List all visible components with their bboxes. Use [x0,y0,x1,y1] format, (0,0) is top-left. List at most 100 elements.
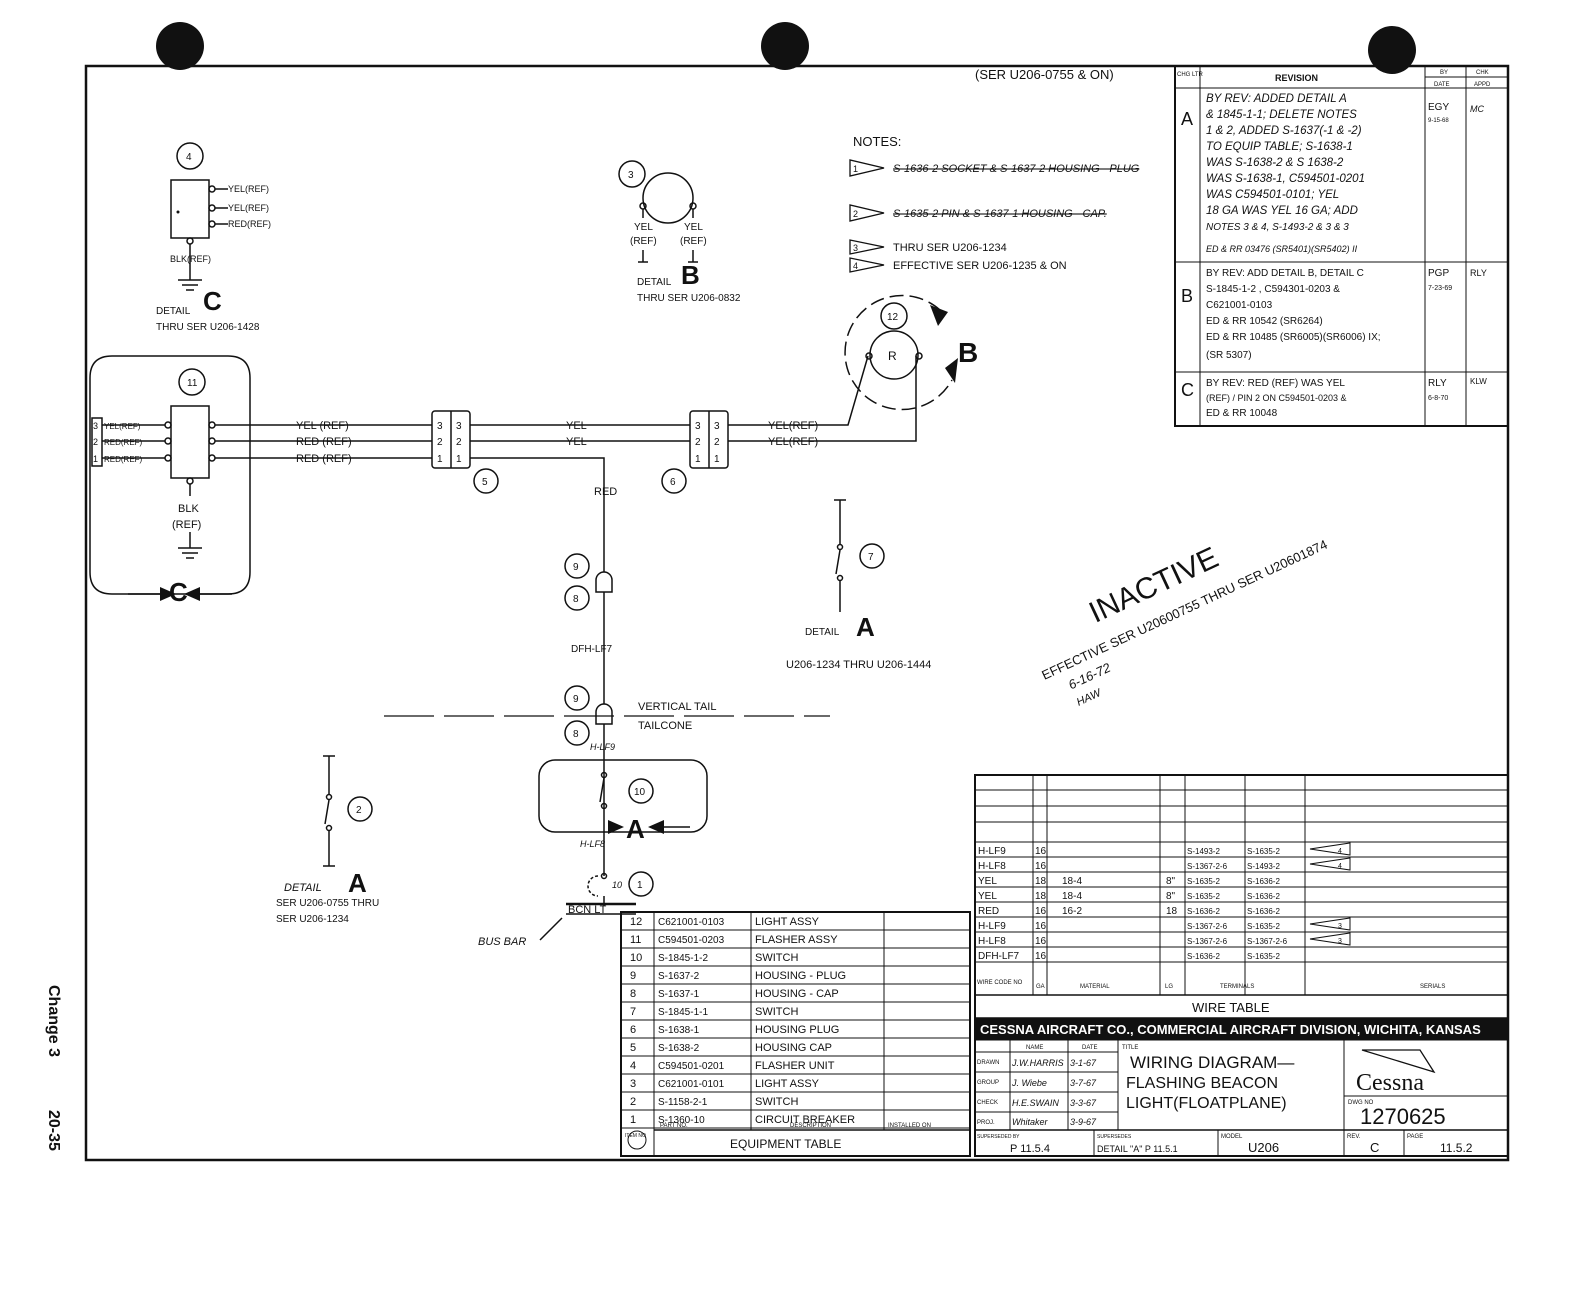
svg-text:WAS S-1638-1, C594501-0201: WAS S-1638-1, C594501-0201 [1206,173,1365,185]
flasher-11 [91,368,216,559]
rev-c-by: RLY [1428,378,1447,389]
wiring-diagram-sheet: (SER U206-0755 & ON) CHG LTR REVISION BY… [84,22,1510,1162]
inactive-stamp: INACTIVE EFFECTIVE SER U20600755 THRU SE… [1039,537,1329,709]
svg-text:WAS C594501-0101; YEL: WAS C594501-0101; YEL [1206,189,1339,201]
rev-header-date: DATE [1434,82,1450,88]
wires-conn6-to-light [728,355,917,442]
wire-cell-mat: 18-4 [1062,891,1082,902]
svg-text:NOTES 3 & 4, S-1493-2 & 3 & 3: NOTES 3 & 4, S-1493-2 & 3 & 3 [1206,222,1349,233]
wire-cell-t2: S-1367-2-6 [1247,937,1288,946]
side-margin-page: 20-35 [22,1110,62,1310]
svg-text:TO EQUIP TABLE; S-1638-1: TO EQUIP TABLE; S-1638-1 [1206,141,1353,153]
flasher-pin-2: 2 [93,437,98,447]
svg-text:BY REV: ADD DETAIL B, DETAIL C: BY REV: ADD DETAIL B, DETAIL C [1206,268,1364,279]
bcn-label: BCN LT [568,904,607,916]
wire-label-hlf9: H-LF9 [590,742,615,752]
tb-check-date: 3-3-67 [1070,1098,1097,1108]
conn6-l-3: 3 [695,421,701,432]
tb-group-role: GROUP [977,1080,999,1086]
detail-b-label-1: YEL [634,222,653,233]
wt-h-code: WIRE CODE NO [977,980,1023,986]
callout-7: 7 [868,552,874,563]
svg-text:BY REV: RED (REF) WAS YEL: BY REV: RED (REF) WAS YEL [1206,378,1345,389]
wire-cell-mat: 16-2 [1062,906,1082,917]
tb-proj-name: Whitaker [1012,1117,1049,1127]
tb-title-2: FLASHING BEACON [1126,1075,1278,1092]
flasher-pin-label-2: RED(REF) [104,438,143,447]
tb-title-3: LIGHT(FLOATPLANE) [1126,1095,1287,1112]
detail-a-left-sub1: SER U206-0755 THRU [276,898,379,909]
svg-text:ED & RR 03476 (SR5401)(SR5402): ED & RR 03476 (SR5401)(SR5402) II [1206,244,1358,254]
wt-h-ser: SERIALS [1420,984,1445,990]
svg-text:WAS S-1638-2 & S 1638-2: WAS S-1638-2 & S 1638-2 [1206,157,1344,169]
arrow-b-top [930,305,948,326]
equipment-cell-no: 6 [630,1024,636,1036]
rev-header-appd: APPD [1474,82,1491,88]
wire-label-red: RED [594,486,617,498]
detail-c-flasher [170,142,228,291]
letter-c-main: C [169,577,188,607]
conn5-r-1: 1 [456,454,462,465]
rev-header-chg: CHG LTR [1177,72,1204,78]
item-no-circle [627,1130,647,1150]
letter-a-main: A [626,814,645,844]
equipment-cell-desc: SWITCH [755,1006,798,1018]
callout-11: 11 [187,378,198,389]
detail-b-label-4: (REF) [680,236,707,247]
wire-cell-t1: S-1493-2 [1187,847,1220,856]
svg-text:ED & RR 10542 (SR6264): ED & RR 10542 (SR6264) [1206,316,1323,327]
connector-5 [431,410,499,494]
equipment-cell-desc: SWITCH [755,952,798,964]
equipment-cell-no: 7 [630,1006,636,1018]
note-flag-icon [1309,842,1351,856]
conn5-l-1: 1 [437,454,443,465]
wire-cell-lg: 8" [1166,876,1176,887]
rev-a-by: EGY [1428,102,1449,113]
red-wire-run [564,553,613,876]
tb-drawn-date: 3-1-67 [1070,1058,1097,1068]
equipment-cell-desc: SWITCH [755,1096,798,1108]
svg-text:HAW: HAW [1075,686,1105,708]
wire-cell-t1: S-1367-2-6 [1187,862,1228,871]
flasher-pin-3: 3 [93,421,98,431]
flasher-gnd-1: BLK [178,503,199,515]
eq-h-inst: INSTALLED ON [888,1123,931,1129]
tb-title-1: WIRING DIAGRAM— [1130,1053,1294,1072]
bus-bar-label: BUS BAR [478,936,526,948]
note-flag-icon [1309,917,1351,931]
tb-date-h: DATE [1082,1045,1098,1051]
equipment-cell-no: 2 [630,1096,636,1108]
tb-dwg-no: 1270625 [1360,1104,1446,1129]
svg-text:& 1845-1-1; DELETE NOTES: & 1845-1-1; DELETE NOTES [1206,109,1357,121]
wire-label-yel-ref: YEL (REF) [296,420,349,432]
serial-note: (SER U206-0755 & ON) [975,67,1114,82]
wire-cell-t2: S-1636-2 [1247,877,1280,886]
wire-cell-ga: 16 [1035,861,1047,872]
revision-block [1174,65,1509,427]
equipment-cell-desc: HOUSING PLUG [755,1024,839,1036]
rev-c-chk: KLW [1470,377,1487,386]
conn6-l-1: 1 [695,454,701,465]
wire-cell-t1: S-1635-2 [1187,892,1220,901]
equipment-cell-desc: FLASHER ASSY [755,934,838,946]
tb-check-name: H.E.SWAIN [1012,1098,1059,1108]
wire-cell-code: RED [978,906,999,917]
equipment-cell-no: 9 [630,970,636,982]
conn5-l-3: 3 [437,421,443,432]
wt-h-ga: GA [1036,984,1045,990]
detail-b-label-3: YEL [684,222,703,233]
equipment-cell-part: S-1638-1 [658,1025,700,1036]
rev-b-by: PGP [1428,268,1449,279]
conn5-l-2: 2 [437,437,443,448]
svg-text:(REF) / PIN 2 ON C594501-0203: (REF) / PIN 2 ON C594501-0203 & [1206,393,1347,403]
callout-8a: 8 [573,594,579,605]
equipment-cell-desc: LIGHT ASSY [755,1078,820,1090]
